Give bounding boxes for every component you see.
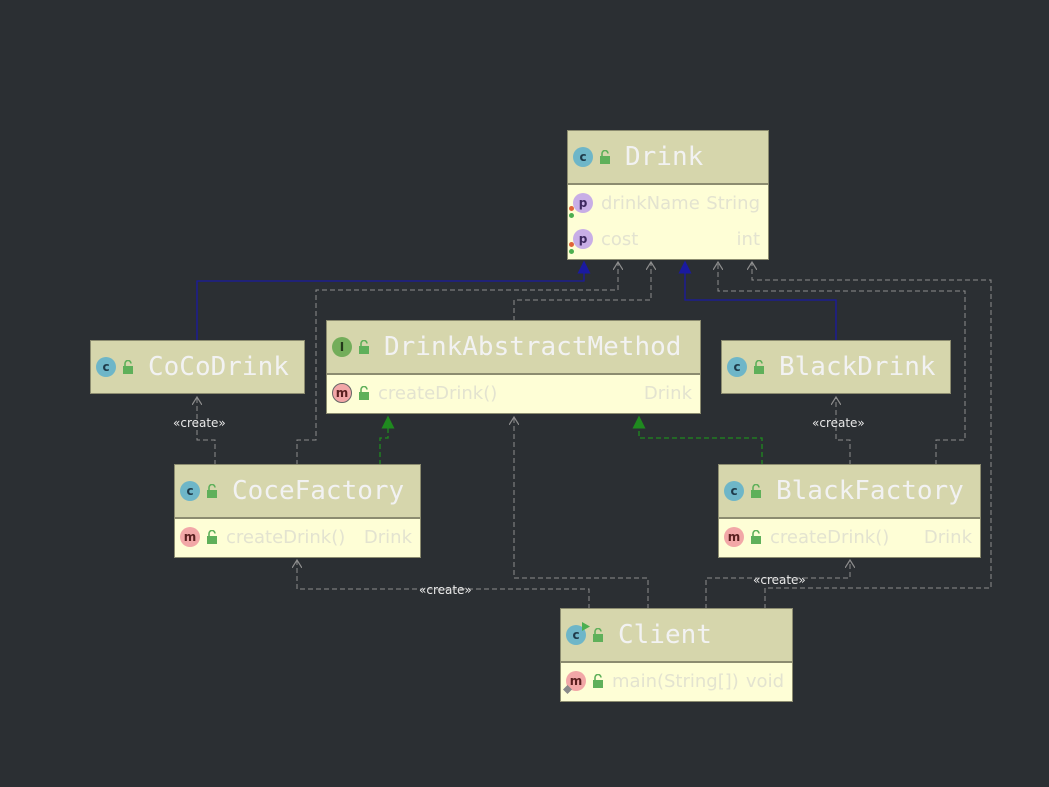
node-drink-abstract-method-header: I DrinkAbstractMethod [327, 321, 700, 375]
edge-coce-create-coco [197, 397, 216, 465]
edge-black-create-blackdrink [836, 397, 851, 465]
member-type: Drink [643, 382, 692, 404]
black-create-label: «create» [812, 416, 865, 430]
static-method-icon: m [563, 671, 586, 694]
member-cost[interactable]: p cost int [568, 221, 768, 257]
unlock-icon [600, 150, 610, 164]
node-client[interactable]: c Client m main(String[]) void [560, 608, 793, 702]
node-black-drink-header: c BlackDrink [722, 341, 950, 393]
edge-black-implements [632, 415, 763, 465]
edge-coco-extends-drink [196, 260, 591, 340]
unlock-icon [751, 530, 761, 544]
member-type: void [745, 670, 784, 692]
client-coce-create-label: «create» [419, 583, 472, 597]
unlock-icon [207, 484, 217, 498]
node-client-header: c Client [561, 609, 792, 663]
coco-create-label: «create» [173, 416, 226, 430]
edge-client-uses-abstract [514, 417, 649, 609]
client-black-create-label: «create» [753, 573, 806, 587]
property-icon: p [569, 193, 593, 218]
member-createdrink[interactable]: m createDrink() Drink [719, 519, 980, 555]
node-black-factory[interactable]: c BlackFactory m createDrink() Drink [718, 464, 981, 558]
node-coco-drink-title: CoCoDrink [148, 352, 289, 382]
class-icon: c [727, 357, 747, 377]
edge-client-create-black [705, 560, 850, 609]
unlock-icon [751, 484, 761, 498]
member-type: Drink [363, 526, 412, 548]
edge-black-extends-drink [678, 260, 837, 340]
member-name: drinkName [601, 192, 700, 214]
unlock-icon [207, 530, 217, 544]
member-type: int [736, 228, 760, 250]
class-icon: c [724, 481, 744, 501]
node-client-title: Client [618, 620, 712, 650]
node-black-factory-header: c BlackFactory [719, 465, 980, 519]
unlock-icon [754, 360, 764, 374]
class-icon: c [573, 147, 593, 167]
node-black-factory-title: BlackFactory [776, 476, 964, 506]
member-drinkname[interactable]: p drinkName String [568, 185, 768, 221]
method-icon: m [724, 527, 744, 547]
edge-coce-uses-drink [296, 262, 618, 465]
node-coco-drink[interactable]: c CoCoDrink [90, 340, 305, 394]
node-drink-abstract-method-title: DrinkAbstractMethod [384, 332, 682, 362]
node-black-drink-title: BlackDrink [779, 352, 936, 382]
edge-client-uses-drink [752, 262, 992, 609]
node-coce-factory[interactable]: c CoceFactory m createDrink() Drink [174, 464, 421, 558]
unlock-icon [123, 360, 133, 374]
runnable-class-icon: c [566, 622, 590, 645]
node-drink-header: c Drink [568, 131, 768, 185]
interface-icon: I [332, 337, 352, 357]
method-icon: m [180, 527, 200, 547]
edge-client-create-coce [297, 560, 590, 609]
class-icon: c [96, 357, 116, 377]
node-drink-abstract-method[interactable]: I DrinkAbstractMethod m createDrink() Dr… [326, 320, 701, 414]
node-coce-factory-title: CoceFactory [232, 476, 405, 506]
node-drink-title: Drink [625, 142, 704, 172]
unlock-icon [359, 340, 369, 354]
class-icon: c [180, 481, 200, 501]
unlock-icon [593, 674, 603, 688]
node-coce-factory-header: c CoceFactory [175, 465, 420, 519]
member-type: Drink [923, 526, 972, 548]
node-black-drink[interactable]: c BlackDrink [721, 340, 951, 394]
node-drink[interactable]: c Drink p drinkName String p cost int [567, 130, 769, 260]
property-icon: p [569, 229, 593, 254]
member-name: main(String[]) [612, 670, 739, 692]
node-coco-drink-header: c CoCoDrink [91, 341, 304, 393]
member-name: createDrink() [226, 526, 346, 548]
member-name: cost [601, 228, 639, 250]
abstract-method-icon: m [332, 383, 352, 403]
member-main[interactable]: m main(String[]) void [561, 663, 792, 699]
member-name: createDrink() [378, 382, 498, 404]
edge-blackfactory-uses-drink [718, 262, 966, 465]
unlock-icon [593, 628, 603, 642]
edge-coce-implements [379, 415, 395, 465]
member-createdrink[interactable]: m createDrink() Drink [175, 519, 420, 555]
edge-abstract-uses-drink [513, 262, 651, 321]
member-createdrink[interactable]: m createDrink() Drink [327, 375, 700, 411]
member-type: String [706, 192, 760, 214]
unlock-icon [359, 386, 369, 400]
member-name: createDrink() [770, 526, 890, 548]
